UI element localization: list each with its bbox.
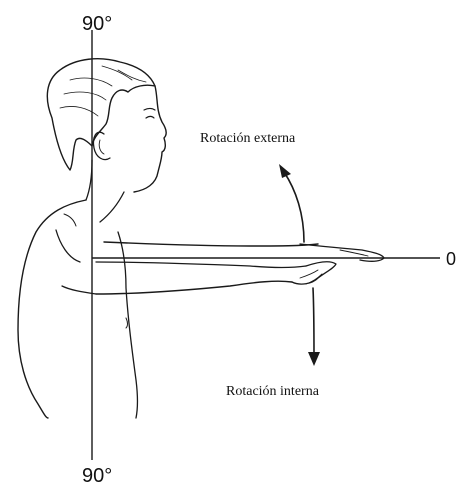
upper-arm [104,242,318,246]
external-rotation-arrow [279,164,304,242]
bottom-angle-label: 90° [82,465,112,487]
internal-rotation-label: Rotación interna [226,384,320,399]
internal-rotation-arrow [308,288,320,366]
zero-label: 0 [446,249,456,269]
neck [100,192,124,222]
hair [47,59,155,170]
external-rotation-label: Rotación externa [200,131,296,146]
top-angle-label: 90° [82,13,112,35]
back-outline [18,200,86,418]
upper-hand [300,244,384,261]
arms [96,242,384,294]
face-profile [134,86,166,192]
